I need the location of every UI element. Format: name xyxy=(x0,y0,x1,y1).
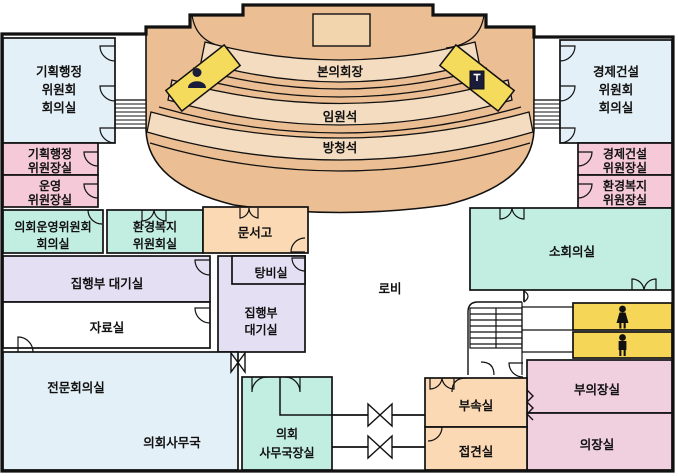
stairs-icon-center xyxy=(467,301,573,375)
room-chairman xyxy=(526,412,673,471)
hall-seat-rows xyxy=(146,41,534,172)
secretariat-director-label-1: 의회 xyxy=(276,426,298,441)
speaker-figure-icon xyxy=(188,68,206,88)
env-welfare-committee-label-2: 위원회실 xyxy=(133,236,177,251)
chairman-label: 의장실 xyxy=(580,437,615,452)
speaker-platform-left xyxy=(164,43,242,113)
annex-label: 부속실 xyxy=(459,398,494,413)
economy-committee-label-2: 위원회 xyxy=(599,82,634,97)
room-env-welfare-committee xyxy=(106,209,204,254)
reception-label: 접견실 xyxy=(459,444,494,459)
accordion-door-icon xyxy=(526,389,534,421)
room-small-conference xyxy=(469,207,673,291)
room-council-steering xyxy=(2,209,104,254)
pantry-label: 탕비실 xyxy=(254,265,287,280)
expert-conference-label: 전문회의실 xyxy=(47,380,105,395)
reference-label: 자료실 xyxy=(90,320,125,335)
economy-committee-label-1: 경제건설 xyxy=(593,64,639,79)
planning-committee-label-3: 회의실 xyxy=(42,100,77,115)
steering-chair-label-2: 위원장실 xyxy=(28,192,72,207)
planning-chair-label-1: 기획행정 xyxy=(28,146,72,161)
exec-waiting-left-label: 집행부 대기실 xyxy=(71,276,143,291)
hall-podium xyxy=(312,13,371,47)
economy-committee-label-3: 회의실 xyxy=(599,100,634,115)
exec-waiting-right-label-2: 대기실 xyxy=(244,322,277,337)
stairs-icon-left xyxy=(114,99,147,129)
economy-chair-label-1: 경제건설 xyxy=(603,146,647,161)
room-economy-chair xyxy=(577,142,673,176)
room-steering-chair xyxy=(2,174,99,208)
podium-icon xyxy=(469,70,485,90)
planning-chair-label-2: 위원장실 xyxy=(28,160,72,175)
archive-label: 문서고 xyxy=(238,225,273,240)
hall-officers-label: 임원석 xyxy=(323,110,358,124)
council-secretariat-label: 의회사무국 xyxy=(143,435,201,450)
room-reference xyxy=(2,301,211,349)
env-welfare-chair-label-2: 위원장실 xyxy=(603,192,647,207)
economy-chair-label-2: 위원장실 xyxy=(603,160,647,175)
door-arcs xyxy=(17,45,657,442)
outer-wall xyxy=(0,3,675,473)
council-steering-label-1: 의회운영위원회 xyxy=(14,219,91,234)
vice-chairman-label: 부의장실 xyxy=(574,382,620,397)
steering-chair-label-1: 운영 xyxy=(39,178,61,193)
planning-committee-label-1: 기획행정 xyxy=(36,64,82,79)
secretariat-director-label-2: 사무국장실 xyxy=(259,445,314,460)
hall-audience-label: 방청석 xyxy=(323,140,358,155)
env-welfare-chair-label-1: 환경복지 xyxy=(603,178,647,193)
lobby-label: 로비 xyxy=(378,281,401,296)
exec-waiting-right-label-1: 집행부 xyxy=(244,305,277,320)
planning-committee-label-2: 위원회 xyxy=(42,82,77,97)
stairs-icon-right xyxy=(533,99,561,129)
small-conference-label: 소회의실 xyxy=(549,244,595,259)
env-welfare-committee-label-1: 환경복지 xyxy=(133,219,177,234)
council-steering-label-2: 회의실 xyxy=(36,236,69,251)
room-planning-committee xyxy=(2,37,116,144)
room-vice-chairman xyxy=(526,359,673,414)
male-icon xyxy=(618,334,627,356)
double-door-icons xyxy=(230,350,393,460)
room-archive xyxy=(202,206,309,254)
hall-chamber-label: 본의회장 xyxy=(317,64,364,79)
room-reception xyxy=(424,426,528,471)
room-expert-conference xyxy=(2,351,239,471)
secretariat-inner-wall xyxy=(279,377,332,416)
female-icon xyxy=(616,305,629,329)
